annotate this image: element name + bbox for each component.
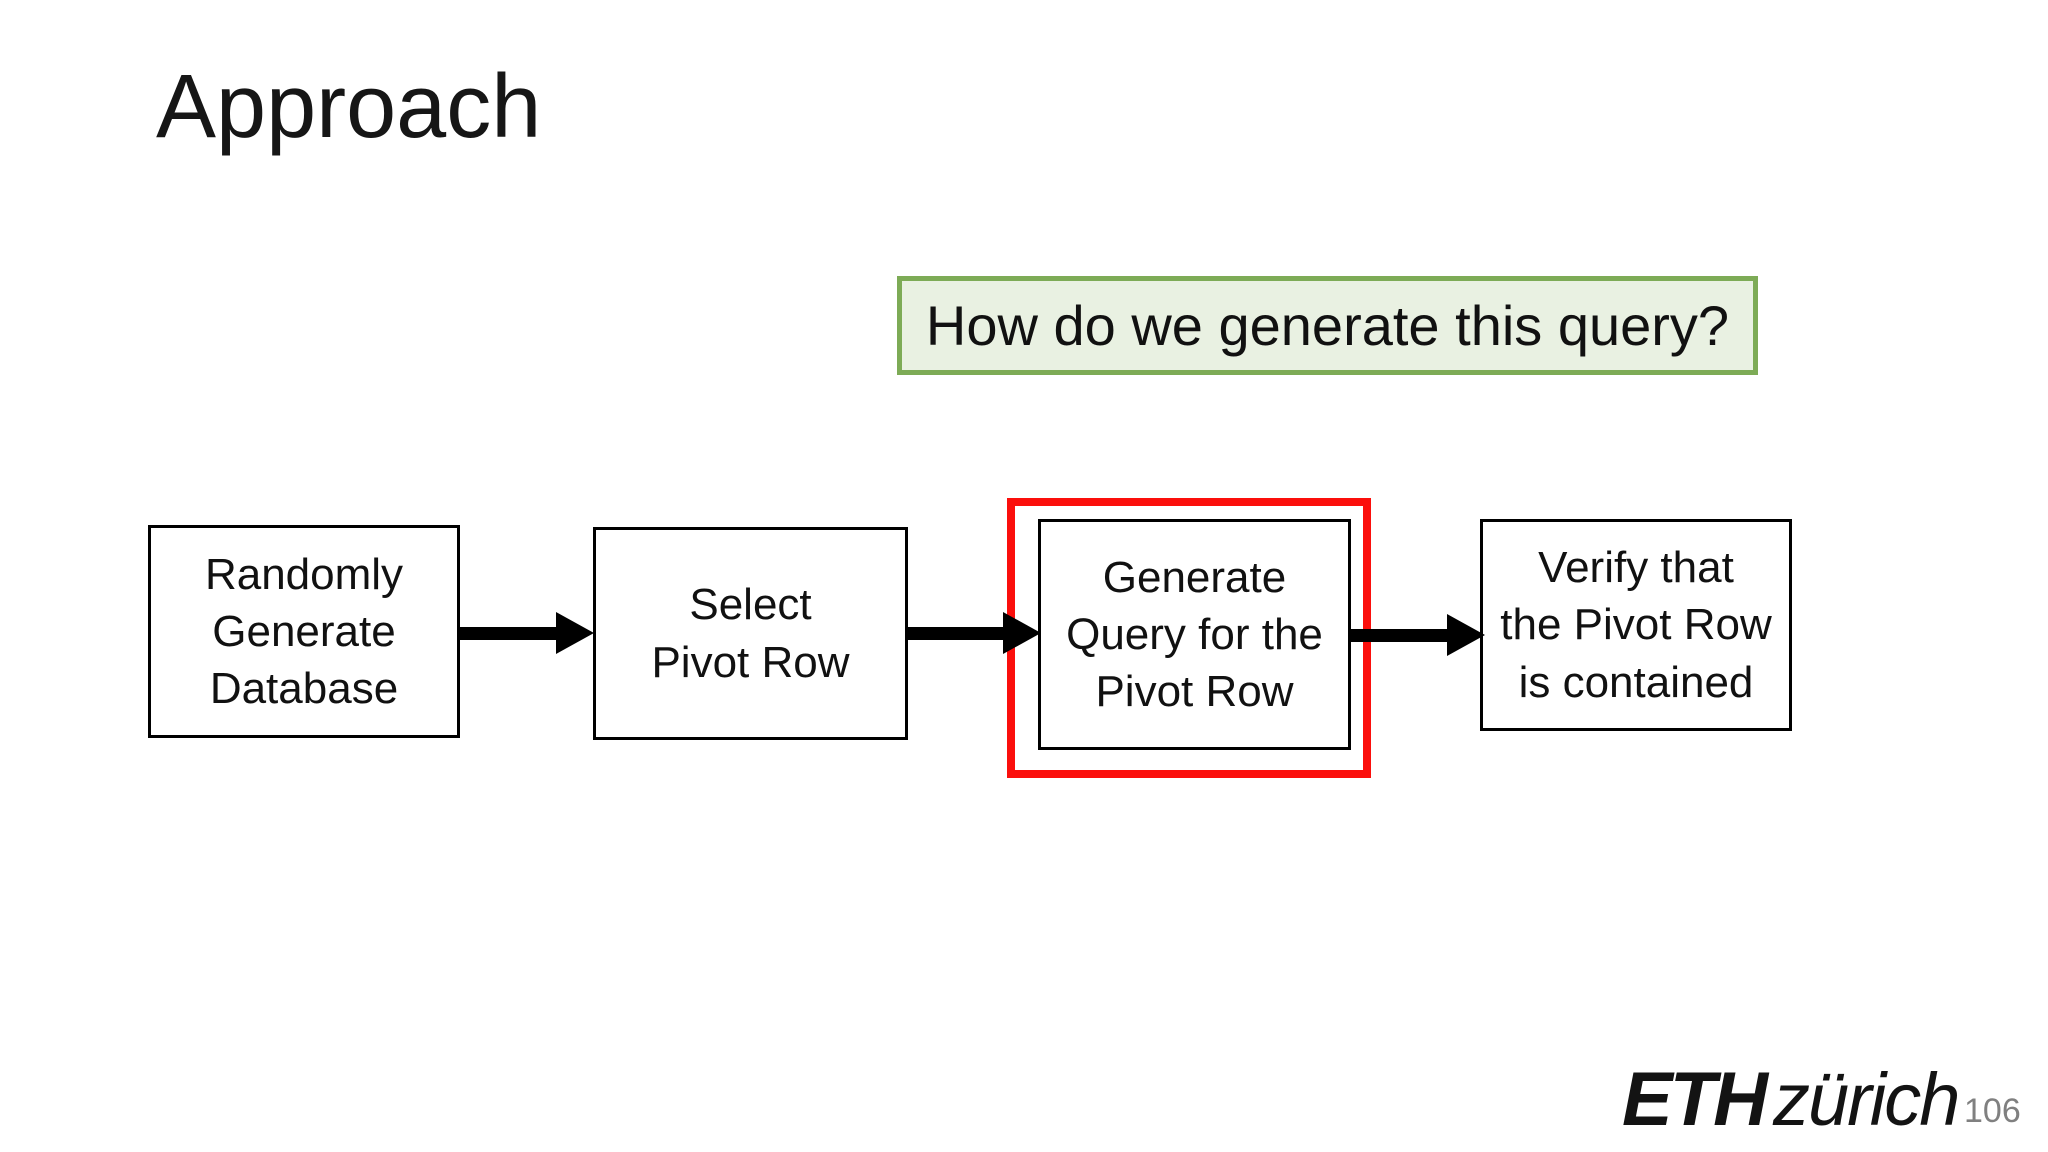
flow-arrow-icon [459, 612, 594, 654]
flow-arrow-icon [1350, 614, 1485, 656]
slide-title: Approach [156, 57, 542, 157]
flow-step-line: Generate [1102, 552, 1287, 602]
eth-logo-city-text: zürich [1773, 1058, 1960, 1141]
eth-logo-brand-text: ETH [1622, 1057, 1768, 1142]
question-callout: How do we generate this query? [897, 276, 1758, 375]
flow-step-line: Verify that [1538, 543, 1734, 593]
flow-arrow-icon [908, 612, 1041, 654]
flow-step-line: Query for the [1066, 609, 1323, 659]
flow-step-verify-pivot-row-contained: Verify that the Pivot Row is contained [1480, 519, 1792, 731]
flow-step-line: Pivot Row [651, 637, 850, 687]
flow-step-line: Randomly [204, 549, 404, 599]
question-callout-text: How do we generate this query? [925, 294, 1730, 357]
flow-step-line: Generate [212, 606, 396, 656]
flow-step-line: Database [209, 664, 399, 714]
flow-step-line: the Pivot Row [1500, 600, 1772, 650]
flow-step-randomly-generate-database: Randomly Generate Database [148, 525, 460, 738]
flow-step-select-pivot-row: Select Pivot Row [593, 527, 908, 740]
flow-step-line: Pivot Row [1095, 667, 1294, 717]
flow-step-line: is contained [1518, 657, 1754, 707]
page-number: 106 [1964, 1092, 2021, 1130]
flow-step-generate-query-for-pivot-row: Generate Query for the Pivot Row [1038, 519, 1351, 750]
flow-step-line: Select [689, 580, 812, 630]
